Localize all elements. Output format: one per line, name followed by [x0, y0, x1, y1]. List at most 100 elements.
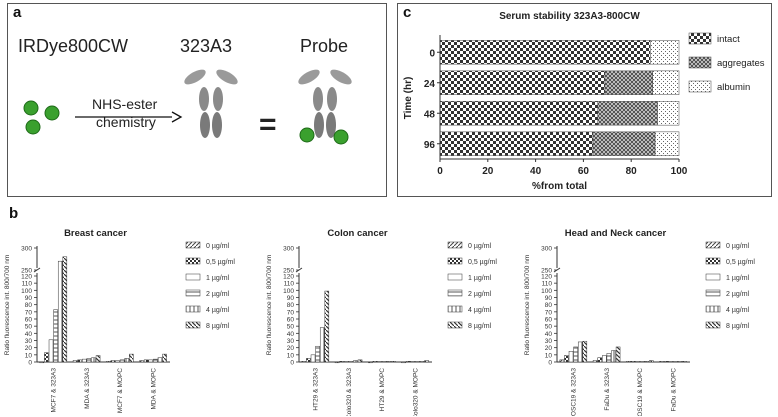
- y-tick-label: 90: [25, 295, 33, 302]
- y-tick-label: 50: [287, 324, 295, 331]
- bar: [659, 361, 664, 363]
- y-tick-label: 30: [25, 338, 33, 345]
- bar: [348, 361, 354, 363]
- y-tick-label: 70: [287, 309, 295, 316]
- legend-label: 0 µg/ml: [206, 243, 230, 250]
- bar: [663, 361, 669, 363]
- legend-swatch: [447, 257, 463, 265]
- x-tick-label: Colo320 & 323A3: [346, 368, 353, 416]
- bar: [597, 357, 602, 363]
- bar: [315, 345, 320, 363]
- bar: [72, 360, 78, 363]
- legend-label: 8 µg/ml: [726, 323, 750, 330]
- legend-label: intact: [717, 34, 740, 45]
- bar: [48, 339, 54, 363]
- bar: [86, 358, 92, 363]
- bar: [91, 357, 96, 363]
- colon-cancer-chart: Colon cancer0102030405060708090100110120…: [266, 228, 497, 416]
- dye-molecule: [23, 100, 39, 116]
- y-tick-label: 250: [283, 268, 294, 275]
- y-tick-label: 100: [21, 288, 32, 295]
- bar: [391, 361, 396, 363]
- stacked-bar-segment: [592, 131, 656, 156]
- legend-swatch: [447, 273, 463, 281]
- y-axis-label: Ratio fluorescence int. 800/700 nm: [4, 255, 11, 355]
- bar: [139, 360, 144, 363]
- y-tick-label: 70: [545, 309, 553, 316]
- bar: [381, 361, 387, 363]
- stacked-bar-segment: [439, 101, 598, 126]
- x-tick-label: 60: [578, 166, 590, 177]
- bar: [577, 341, 583, 363]
- y-tick-label: 0: [290, 360, 294, 367]
- legend-label: aggregates: [717, 58, 765, 69]
- bar: [39, 361, 45, 364]
- y-tick-label: 300: [21, 246, 32, 253]
- y-tick-label: 110: [542, 281, 553, 288]
- bar: [410, 361, 416, 363]
- x-tick-label: MDA & 323A3: [84, 368, 91, 409]
- y-tick-label: 300: [283, 246, 294, 253]
- bar: [401, 361, 406, 364]
- bar: [353, 360, 358, 363]
- bar: [62, 256, 68, 363]
- conjugated-dye: [299, 127, 315, 143]
- bar: [119, 359, 125, 363]
- y-tick-label: 0: [28, 360, 32, 367]
- stacked-bar-segment: [650, 40, 680, 65]
- dye-molecule: [25, 119, 41, 135]
- x-tick-label: 100: [671, 166, 688, 177]
- bar: [368, 361, 373, 364]
- stacked-bar-segment: [439, 70, 606, 95]
- x-tick-label: OSC19 & MOPC: [637, 368, 644, 416]
- y-tick-label: 30: [287, 338, 295, 345]
- bar: [668, 361, 674, 363]
- bar: [306, 358, 311, 363]
- legend-swatch: [688, 80, 712, 93]
- x-tick-label: MCF7 & MOPC: [117, 368, 124, 413]
- head-neck-cancer-chart: Head and Neck cancer01020304050607080901…: [524, 228, 755, 416]
- x-tick-label: HT29 & MOPC: [379, 368, 386, 412]
- bar: [334, 361, 340, 364]
- x-tick-label: 80: [626, 166, 638, 177]
- bar: [611, 350, 616, 363]
- y-tick-label: 60: [545, 317, 553, 324]
- y-tick-label: 60: [287, 317, 295, 324]
- y-tick-label: 80: [287, 302, 295, 309]
- x-tick-label: FaDu & 323A3: [604, 368, 611, 411]
- bar: [115, 360, 120, 363]
- legend-label: 8 µg/ml: [468, 323, 492, 330]
- y-tick-label: 20: [545, 345, 553, 352]
- legend-swatch: [447, 305, 463, 313]
- y-tick-label: 80: [545, 302, 553, 309]
- y-tick-label: 10: [287, 352, 295, 359]
- x-tick-label: MDA & MOPC: [150, 368, 157, 410]
- bar: [53, 309, 58, 363]
- panel-a-illustration: [23, 69, 352, 145]
- bar: [582, 340, 588, 363]
- bar: [324, 290, 330, 363]
- panel-label-a: a: [13, 4, 22, 21]
- legend-swatch: [688, 56, 712, 69]
- legend-label: 1 µg/ml: [206, 275, 230, 282]
- bar: [615, 346, 621, 363]
- bar: [339, 361, 344, 363]
- legend-label: 0,5 µg/ml: [468, 259, 497, 266]
- legend-swatch: [185, 289, 201, 297]
- y-tick-label: 120: [283, 274, 294, 281]
- y-tick-label: 48: [424, 109, 436, 120]
- bar: [129, 353, 134, 363]
- legend-swatch: [705, 305, 721, 313]
- legend-swatch: [705, 241, 721, 249]
- bar: [564, 355, 569, 363]
- bar: [95, 355, 101, 363]
- bar: [649, 360, 654, 363]
- legend-label: 2 µg/ml: [726, 291, 750, 298]
- y-tick-label: 96: [424, 140, 436, 151]
- legend-swatch: [185, 241, 201, 249]
- legend-swatch: [447, 289, 463, 297]
- probe-label: Probe: [300, 36, 349, 56]
- reaction-label-1: NHS-ester: [92, 96, 158, 112]
- y-tick-label: 100: [283, 288, 294, 295]
- bar: [153, 358, 158, 363]
